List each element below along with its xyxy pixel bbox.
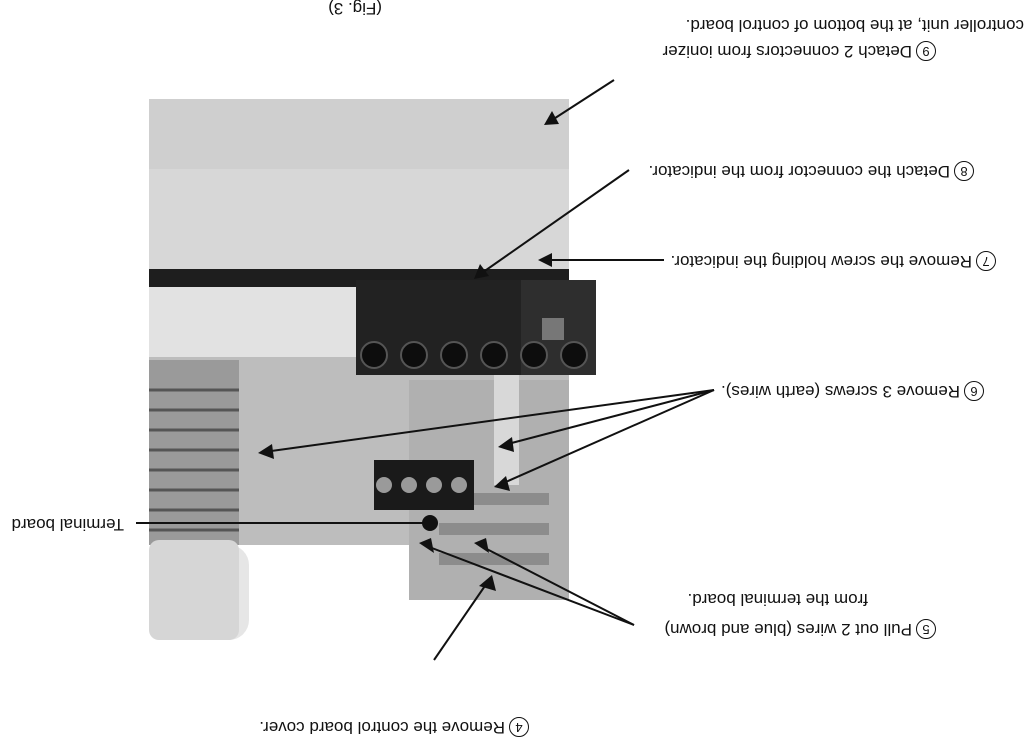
leader-line-5a <box>423 544 635 626</box>
heat-exchanger <box>149 360 239 545</box>
step-9-text: Detach 2 connectors from ionizer <box>662 42 912 61</box>
step-7-text: Remove the screw holding the indicator. <box>670 252 972 271</box>
leader-line-6a <box>263 389 715 453</box>
leader-line-6b <box>503 389 715 446</box>
terminal-board-label: Terminal board <box>12 514 124 534</box>
connector-socket <box>480 341 508 369</box>
leader-line-6c <box>498 389 715 486</box>
step-5-label: 5Pull out 2 wires (blue and brown) <box>664 619 936 639</box>
step-8-number: 8 <box>954 161 974 181</box>
step-5-text: Pull out 2 wires (blue and brown) <box>664 620 912 639</box>
step-9-number: 9 <box>916 41 936 61</box>
terminal-screw <box>376 477 392 493</box>
connector-socket <box>520 341 548 369</box>
terminal-dot <box>422 515 438 531</box>
leader-line-4 <box>433 579 490 661</box>
top-frame <box>149 99 569 169</box>
step-4-label: 4Remove the control board cover. <box>259 717 529 737</box>
step-6-number: 6 <box>964 381 984 401</box>
air-guide <box>149 169 569 269</box>
step-8-text: Detach the connector from the indicator. <box>648 162 950 181</box>
step-8-label: 8Detach the connector from the indicator… <box>649 161 974 181</box>
terminal-board-text: Terminal board <box>11 515 124 534</box>
connector-socket <box>400 341 428 369</box>
leader-line-5b <box>478 544 635 626</box>
step-4-number: 4 <box>509 717 529 737</box>
terminal-screw <box>426 477 442 493</box>
step-9-label: 9Detach 2 connectors from ionizer <box>663 41 936 61</box>
step-5-number: 5 <box>916 619 936 639</box>
arrow-head <box>474 264 489 279</box>
figure-caption: (Fig. 3) <box>328 0 382 18</box>
step-5-text2: from the terminal board. <box>687 590 868 609</box>
step-7-number: 7 <box>976 251 996 271</box>
leader-line-8 <box>478 169 630 276</box>
step-9-label-line2: controller unit, at the bottom of contro… <box>686 15 1024 35</box>
arrow-head <box>544 111 559 125</box>
step-6-text: Remove 3 screws (earth wires). <box>720 382 960 401</box>
arrow-head <box>538 253 552 267</box>
connector-socket <box>440 341 468 369</box>
leader-line-9 <box>548 79 615 123</box>
arrow-head <box>498 437 514 452</box>
terminal-screw <box>401 477 417 493</box>
step-4-text: Remove the control board cover. <box>259 718 505 737</box>
arrow-head <box>258 444 274 459</box>
terminal-screw <box>451 477 467 493</box>
motor-housing <box>149 540 239 640</box>
connector-socket <box>360 341 388 369</box>
step-6-label: 6Remove 3 screws (earth wires). <box>721 381 984 401</box>
connector-socket <box>560 341 588 369</box>
step-5-label-line2: from the terminal board. <box>688 589 868 609</box>
earth-bracket <box>494 375 519 485</box>
arrow-head <box>474 538 489 553</box>
step-9-text2: controller unit, at the bottom of contro… <box>685 16 1024 35</box>
indicator-component <box>542 318 564 340</box>
arrow-head <box>479 575 496 591</box>
step-7-label: 7Remove the screw holding the indicator. <box>671 251 996 271</box>
arrow-head <box>494 476 510 491</box>
figure-caption-text: (Fig. 3) <box>328 0 382 18</box>
cover-slot <box>439 523 549 535</box>
arrow-head <box>419 538 434 553</box>
